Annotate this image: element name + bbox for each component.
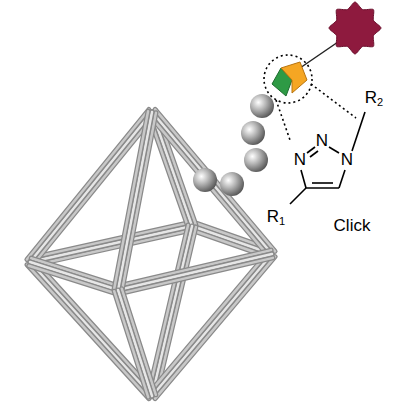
dna-helix-rod [114, 291, 148, 397]
linker-bead [250, 94, 274, 118]
linker-bead [244, 148, 268, 172]
triazole-orange [281, 62, 307, 93]
dna-helix-rod [29, 266, 117, 294]
tether-line [300, 42, 338, 68]
dna-helix-rod [155, 109, 275, 251]
bond [310, 151, 318, 157]
linker-bead [193, 168, 217, 192]
zoom-leader [311, 84, 356, 118]
dna-helix-rod [118, 112, 152, 290]
dna-helix-rod [118, 112, 152, 290]
triazole-bonds [290, 112, 365, 204]
dna-helix-rod [118, 290, 152, 396]
dna-helix-rod [114, 291, 148, 397]
bond [312, 182, 333, 184]
dna-helix-rod [122, 113, 156, 291]
bond [306, 187, 339, 189]
bond [301, 170, 306, 188]
bond [329, 147, 339, 153]
dna-helix-rod [122, 289, 156, 395]
zoom-circle [264, 55, 312, 103]
dna-helix-rod [118, 290, 152, 396]
bond [339, 170, 345, 188]
dna-octahedron [27, 109, 275, 398]
bond [307, 147, 315, 153]
bond [290, 188, 306, 204]
dna-helix-rod [114, 111, 148, 289]
dna-helix-rod [122, 113, 156, 291]
cargo-molecule [329, 2, 381, 54]
dna-helix-rod [122, 289, 156, 395]
dna-helix-rod [114, 111, 148, 289]
substituent-label: R1 [267, 208, 285, 227]
dna-helix-rod [118, 254, 272, 290]
dna-helix-rod [119, 258, 273, 294]
dna-helix-rod [30, 262, 118, 290]
dna-helix-rod [117, 250, 271, 286]
linker-bead [220, 172, 244, 196]
caption-label: Click [334, 217, 371, 236]
dna-helix-rod [119, 258, 273, 294]
dna-helix-rod [152, 112, 272, 254]
dna-helix-rod [152, 112, 272, 254]
dna-helix-rod [155, 109, 275, 251]
dna-helix-rod [149, 115, 269, 257]
substituent-label: R2 [365, 89, 383, 108]
linker-chain [193, 94, 274, 196]
bond [352, 112, 365, 151]
atom-label: N [294, 151, 306, 170]
dna-helix-rod [29, 266, 117, 294]
dna-helix-rod [118, 254, 272, 290]
atom-label: N [341, 151, 353, 170]
dna-helix-rod [149, 115, 269, 257]
linker-bead [241, 121, 265, 145]
dna-helix-rod [30, 262, 118, 290]
zoom-leader [276, 100, 290, 140]
dna-helix-rod [117, 250, 271, 286]
atom-label: N [316, 132, 328, 151]
